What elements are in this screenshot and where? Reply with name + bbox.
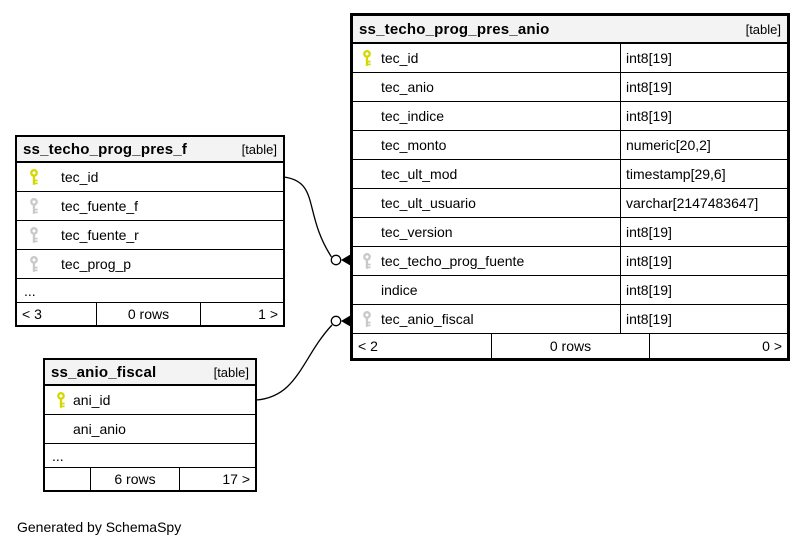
table-row: tec_indice int8[19] (353, 102, 787, 131)
table-ss-anio-fiscal: ss_anio_fiscal [table] ani_id ani_anio .… (43, 358, 257, 492)
column-name-cell: indice (353, 276, 620, 304)
table-row: tec_prog_p (17, 250, 283, 279)
column-type: int8[19] (620, 218, 787, 246)
column-type: int8[19] (620, 44, 787, 72)
column-name-cell: tec_prog_p (17, 250, 283, 278)
parents-count: 17 > (222, 471, 250, 487)
table-name[interactable]: ss_anio_fiscal (51, 363, 157, 381)
table-type-badge: [table] (213, 364, 249, 380)
primary-key-icon (361, 50, 373, 67)
parents-count: 1 > (258, 306, 278, 322)
column-name: tec_anio_fiscal (381, 311, 474, 327)
column-name-cell: tec_id (353, 44, 620, 72)
column-name-cell: tec_techo_prog_fuente (353, 247, 620, 275)
column-name: tec_fuente_r (61, 227, 139, 243)
column-name: tec_anio (381, 79, 434, 95)
primary-key-icon (28, 169, 40, 186)
table-row: tec_monto numeric[20,2] (353, 131, 787, 160)
table-header: ss_techo_prog_pres_f [table] (17, 137, 283, 163)
column-name-cell: tec_fuente_r (17, 221, 283, 249)
column-type: int8[19] (620, 305, 787, 333)
column-name: indice (381, 282, 418, 298)
column-name: tec_version (381, 224, 453, 240)
table-type-badge: [table] (241, 141, 277, 157)
column-name: ani_id (73, 392, 111, 408)
column-type: int8[19] (620, 102, 787, 130)
parents-count: 0 > (762, 338, 782, 354)
table-row: tec_techo_prog_fuente int8[19] (353, 247, 787, 276)
children-count: < 3 (17, 303, 97, 325)
column-name: tec_prog_p (61, 256, 132, 272)
table-row: tec_id int8[19] (353, 44, 787, 73)
column-type: timestamp[29,6] (620, 160, 787, 188)
column-name: tec_indice (381, 108, 445, 124)
table-type-badge: [table] (745, 21, 781, 37)
column-name: tec_id (61, 169, 99, 185)
row-count: 0 rows (492, 334, 650, 358)
table-ss-techo-prog-pres-anio: ss_techo_prog_pres_anio [table] tec_id i… (350, 13, 790, 361)
foreign-key-icon (361, 253, 373, 270)
column-name-cell: tec_version (353, 218, 620, 246)
table-row: tec_version int8[19] (353, 218, 787, 247)
column-name-cell: tec_monto (353, 131, 620, 159)
table-name[interactable]: ss_techo_prog_pres_anio (359, 20, 550, 38)
relationship-presf-tec-id-to-tec-techo-prog-fuente (283, 176, 352, 267)
table-footer: < 2 0 rows 0 > (353, 334, 787, 358)
table-row: tec_id (17, 163, 283, 192)
foreign-key-icon (28, 256, 40, 273)
foreign-key-icon (28, 198, 40, 215)
hidden-columns-ellipsis: ... (17, 279, 283, 303)
column-name-cell: tec_indice (353, 102, 620, 130)
children-count: < 2 (353, 334, 492, 358)
table-row: tec_anio int8[19] (353, 73, 787, 102)
column-type: varchar[2147483647] (620, 189, 787, 217)
foreign-key-icon (28, 227, 40, 244)
cardinality-circle-icon (330, 315, 342, 327)
table-row: ani_id (45, 386, 255, 415)
generated-by-note: Generated by SchemaSpy (17, 519, 182, 535)
table-footer: < 3 0 rows 1 > (17, 303, 283, 325)
column-name: tec_monto (381, 137, 447, 153)
column-name-cell: tec_anio_fiscal (353, 305, 620, 333)
column-name: tec_techo_prog_fuente (381, 253, 525, 269)
column-name-cell: ani_id (45, 386, 255, 414)
table-name[interactable]: ss_techo_prog_pres_f (23, 140, 188, 158)
foreign-key-icon (361, 311, 373, 328)
column-type: int8[19] (620, 247, 787, 275)
row-count: 6 rows (91, 468, 180, 490)
table-header: ss_techo_prog_pres_anio [table] (353, 16, 787, 44)
table-header: ss_anio_fiscal [table] (45, 360, 255, 386)
table-row: indice int8[19] (353, 276, 787, 305)
table-footer: 6 rows 17 > (45, 468, 255, 490)
column-name: ani_anio (73, 421, 126, 437)
table-row: ani_anio (45, 415, 255, 444)
column-name-cell: tec_ult_usuario (353, 189, 620, 217)
children-count (45, 468, 91, 490)
table-row: tec_fuente_f (17, 192, 283, 221)
hidden-columns-ellipsis: ... (45, 444, 255, 468)
column-name-cell: tec_id (17, 163, 283, 191)
primary-key-icon (55, 392, 67, 409)
table-row: tec_fuente_r (17, 221, 283, 250)
column-name-cell: ani_anio (45, 415, 255, 443)
column-type: int8[19] (620, 73, 787, 101)
column-type: numeric[20,2] (620, 131, 787, 159)
table-row: tec_anio_fiscal int8[19] (353, 305, 787, 334)
column-name: tec_fuente_f (61, 198, 139, 214)
column-type: int8[19] (620, 276, 787, 304)
row-count: 0 rows (97, 303, 201, 325)
cardinality-circle-icon (330, 254, 342, 266)
column-name-cell: tec_anio (353, 73, 620, 101)
table-ss-techo-prog-pres-f: ss_techo_prog_pres_f [table] tec_id tec_… (15, 135, 285, 327)
table-row: tec_ult_usuario varchar[2147483647] (353, 189, 787, 218)
column-name: tec_ult_usuario (381, 195, 476, 211)
column-name-cell: tec_fuente_f (17, 192, 283, 220)
relationship-fiscal-ani-id-to-tec-anio-fiscal (255, 314, 352, 401)
table-row: tec_ult_mod timestamp[29,6] (353, 160, 787, 189)
column-name-cell: tec_ult_mod (353, 160, 620, 188)
column-name: tec_ult_mod (381, 166, 458, 182)
column-name: tec_id (381, 50, 419, 66)
